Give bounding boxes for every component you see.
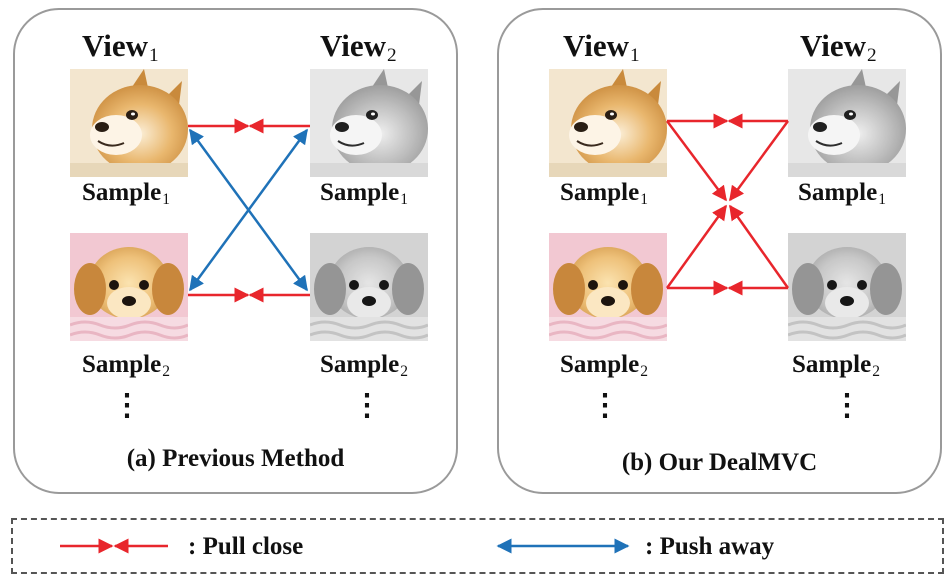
sample2-label-view2: Sample2 (320, 351, 408, 380)
caption-previous-method: (a) Previous Method (126, 445, 345, 472)
legend-pull-label: : Pull close (188, 533, 304, 560)
view1-heading: View1 (563, 28, 640, 66)
panel-previous-method (13, 8, 458, 494)
sample1-label-view2: Sample1 (798, 179, 886, 208)
sample1-label-view1: Sample1 (560, 179, 648, 208)
push-arrow-cross-b (188, 128, 309, 292)
sample2-label-view2: Sample2 (792, 351, 880, 380)
sample1-label-view1: Sample1 (82, 179, 170, 208)
sample1-label-view2: Sample1 (320, 179, 408, 208)
panel-our-dealmvc (497, 8, 942, 494)
legend-push-label: : Push away (645, 533, 775, 560)
view2-heading: View2 (320, 28, 397, 66)
view2-heading: View2 (800, 28, 877, 66)
legend-box (11, 518, 944, 574)
caption-our-dealmvc: (b) Our DealMVC (621, 449, 818, 476)
sample2-label-view1: Sample2 (560, 351, 648, 380)
sample2-label-view1: Sample2 (82, 351, 170, 380)
pull-arrows-to-center-b (665, 120, 790, 289)
view1-heading: View1 (82, 28, 159, 66)
